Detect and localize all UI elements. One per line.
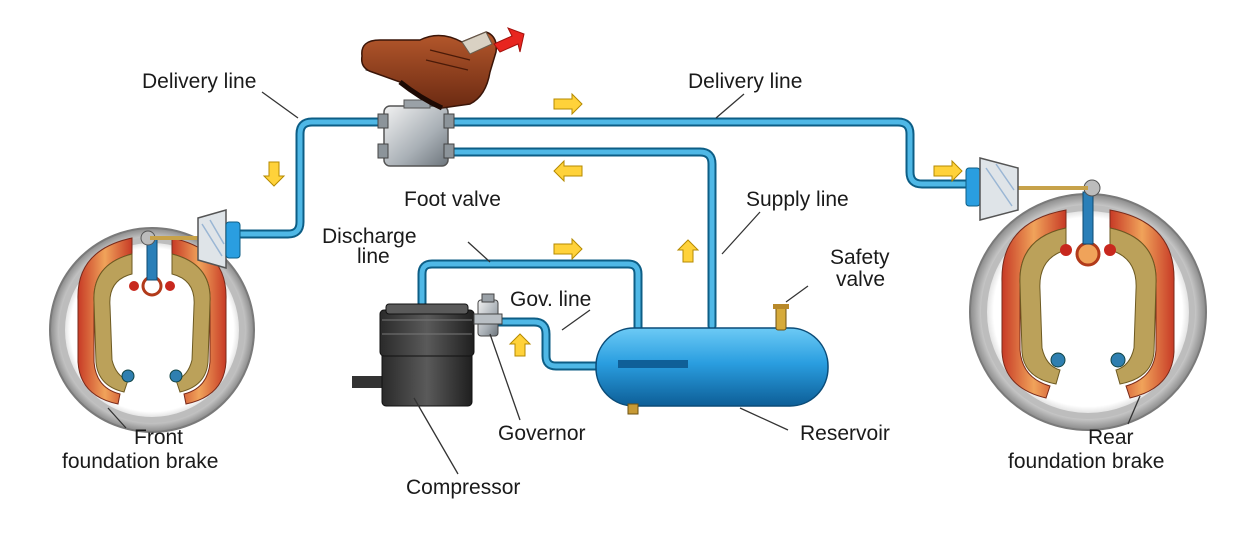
label-foot-valve: Foot valve (404, 188, 501, 211)
compressor (352, 303, 475, 407)
label-front-brake: Front (134, 426, 183, 449)
label-compressor: Compressor (406, 476, 520, 499)
governor (473, 293, 503, 337)
label-delivery-line-right: Delivery line (688, 70, 802, 93)
front-foundation-brake (49, 227, 255, 433)
safety-valve (773, 304, 789, 331)
label-supply-line: Supply line (746, 188, 849, 211)
red-arrow-icon (493, 27, 525, 53)
boot-icon (360, 31, 498, 111)
yellow-flow-arrow-icon (933, 159, 963, 183)
leader-lines (107, 91, 1141, 475)
yellow-flow-arrow-icon (553, 237, 583, 261)
rear-brake-chamber (965, 157, 1088, 221)
yellow-flow-arrow-icon (262, 161, 286, 187)
label-governor: Governor (498, 422, 586, 445)
pipes (233, 117, 977, 371)
labels: Delivery line Delivery line Foot valve S… (62, 70, 1164, 499)
yellow-flow-arrow-icon (553, 92, 583, 116)
flow-arrows (262, 92, 963, 357)
label-gov-line: Gov. line (510, 288, 591, 311)
label-rear-brake-2: foundation brake (1008, 450, 1164, 473)
label-safety-valve: Safety (830, 246, 890, 269)
reservoir (595, 327, 829, 415)
yellow-flow-arrow-icon (553, 159, 583, 183)
label-delivery-line-left: Delivery line (142, 70, 256, 93)
label-front-brake-2: foundation brake (62, 450, 218, 473)
label-safety-valve-2: valve (836, 268, 885, 291)
front-brake-chamber (150, 209, 241, 269)
label-discharge-line-2: line (357, 245, 390, 268)
label-rear-brake: Rear (1088, 426, 1134, 449)
label-discharge-line: Discharge (322, 225, 417, 248)
yellow-flow-arrow-icon (508, 333, 532, 357)
label-reservoir: Reservoir (800, 422, 890, 445)
rear-foundation-brake (969, 179, 1207, 431)
delivery-line-left-pipe (233, 117, 387, 239)
yellow-flow-arrow-icon (676, 239, 700, 263)
